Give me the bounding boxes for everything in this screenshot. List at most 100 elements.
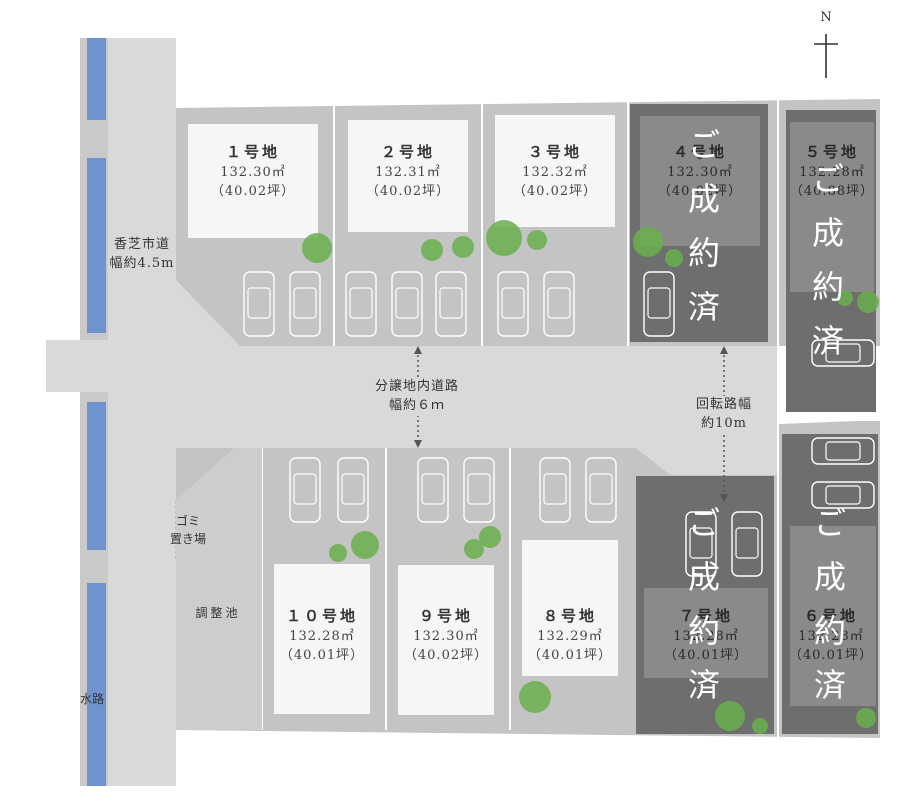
tree: [464, 539, 484, 559]
tree: [715, 701, 745, 731]
lot-4-area: 132.30㎡: [667, 164, 733, 180]
parking-car: [811, 339, 875, 367]
lot-6-sold-char-3: 約: [813, 612, 846, 650]
lot-4[interactable]: ４号地 132.30㎡ （40.02坪）: [640, 142, 760, 201]
lot-6[interactable]: ６号地 132.28㎡ （40.01坪）: [784, 606, 878, 665]
lot-8-tsubo: （40.01坪）: [527, 647, 613, 663]
lot-4-sold-char-3: 約: [687, 234, 720, 272]
lot-6-tsubo: （40.01坪）: [788, 647, 874, 663]
turn-road-name: 回転路幅: [695, 397, 752, 412]
tree: [527, 230, 547, 250]
lot-8-title: ８号地: [542, 607, 597, 625]
pond-label: 調整池: [195, 606, 241, 620]
lot-2-tsubo: （40.02坪）: [365, 183, 451, 199]
lot-3-area: 132.32㎡: [522, 164, 588, 180]
lot-5-tsubo: （40.88坪）: [789, 183, 875, 199]
parking-car: [539, 457, 571, 523]
lot-8[interactable]: ８号地 132.29㎡ （40.01坪）: [512, 606, 628, 665]
parking-car: [435, 271, 467, 337]
lot-10-tsubo: （40.01坪）: [279, 647, 365, 663]
tree: [302, 233, 332, 263]
parking-car: [289, 457, 321, 523]
lot-4-title: ４号地: [672, 143, 727, 161]
inner-road: [176, 280, 778, 448]
north-arrow: [814, 34, 838, 78]
lot-6-sold-char-2: 成: [813, 558, 846, 596]
lot-3[interactable]: ３号地 132.32㎡ （40.02坪）: [495, 142, 615, 201]
trees: [302, 220, 879, 734]
parking-car: [643, 271, 675, 337]
lot-7-sold-char-2: 成: [687, 558, 720, 596]
garbage-label-line1: ゴミ: [175, 514, 200, 528]
parking-car: [731, 511, 763, 577]
lot-5-sold-char-2: 成: [811, 214, 844, 252]
lot-10-title: １０号地: [285, 607, 358, 625]
lot-5-sold-char-4: 済: [811, 322, 844, 360]
lot-7[interactable]: ７号地 132.28㎡ （40.01坪）: [646, 606, 766, 665]
lot-3-tsubo: （40.02坪）: [512, 183, 598, 199]
road-west-entrance: [46, 340, 80, 392]
parking-car: [685, 511, 717, 577]
lot-7-title: ７号地: [678, 607, 733, 625]
lot-2-title: ２号地: [380, 143, 435, 161]
inner-road-name: 分譲地内道路: [374, 379, 459, 394]
inner-road-label: 分譲地内道路 幅約６ｍ: [352, 378, 482, 416]
lot-6-sold-char-1: ご: [813, 504, 846, 542]
lot-6-sold-stamp: ご 成 約 済: [804, 496, 856, 712]
lot-1-tsubo: （40.02坪）: [210, 183, 296, 199]
parking-car: [497, 271, 529, 337]
tree: [856, 708, 876, 728]
garbage-label-line2: 置き場: [169, 532, 206, 546]
tree: [329, 544, 347, 562]
parking-car: [811, 481, 875, 509]
tree: [665, 249, 683, 267]
parking-car: [345, 271, 377, 337]
lot-7-sold-char-3: 約: [687, 612, 720, 650]
tree: [633, 227, 663, 257]
pond-area: [176, 448, 262, 730]
lot-9[interactable]: ９号地 132.30㎡ （40.02坪）: [388, 606, 504, 665]
parking-cars: [243, 271, 875, 577]
lot-4-sold-char-1: ご: [687, 126, 720, 164]
tree: [421, 239, 443, 261]
lot-4-sold-char-4: 済: [687, 288, 720, 326]
lot-2-area: 132.31㎡: [375, 164, 441, 180]
waterway-label: 水路: [79, 692, 104, 706]
tree: [752, 718, 768, 734]
lot-4-tsubo: （40.02坪）: [657, 183, 743, 199]
lot-5[interactable]: ５号地 132.28㎡ （40.88坪）: [786, 142, 878, 201]
parking-car: [417, 457, 449, 523]
lot-4-sold-stamp: ご 成 約 済: [678, 118, 730, 334]
lot-7-area: 132.28㎡: [673, 628, 739, 644]
tree: [486, 220, 522, 256]
tree: [479, 526, 501, 548]
parking-car: [463, 457, 495, 523]
lot-6-area: 132.28㎡: [798, 628, 864, 644]
inner-road-width: 幅約６ｍ: [388, 397, 445, 413]
lot-1-title: １号地: [225, 143, 280, 161]
city-road-label: 香芝市道 幅約4.5m: [104, 236, 180, 274]
city-road: [108, 38, 176, 786]
lot-10[interactable]: １０号地 132.28㎡ （40.01坪）: [264, 606, 380, 665]
lot-5-area: 132.28㎡: [799, 164, 865, 180]
lot-5-sold-stamp: ご 成 約 済: [802, 152, 854, 368]
parking-car: [243, 271, 275, 337]
tree: [837, 290, 853, 306]
lot-9-area: 132.30㎡: [413, 628, 479, 644]
lot-3-title: ３号地: [527, 143, 582, 161]
lot-2[interactable]: ２号地 132.31㎡ （40.02坪）: [348, 142, 468, 201]
tree: [857, 291, 879, 313]
lot-5-sold-char-3: 約: [811, 268, 844, 306]
lot-8-area: 132.29㎡: [537, 628, 603, 644]
lot-6-title: ６号地: [803, 607, 858, 625]
tree: [519, 681, 551, 713]
lot-1[interactable]: １号地 132.30㎡ （40.02坪）: [193, 142, 313, 201]
parking-car: [289, 271, 321, 337]
lot-1-area: 132.30㎡: [220, 164, 286, 180]
lot-4-sold-char-2: 成: [687, 180, 720, 218]
turn-road: [636, 420, 778, 475]
tree: [351, 531, 379, 559]
turn-road-width: 約10m: [701, 415, 747, 431]
lot-9-title: ９号地: [418, 607, 473, 625]
